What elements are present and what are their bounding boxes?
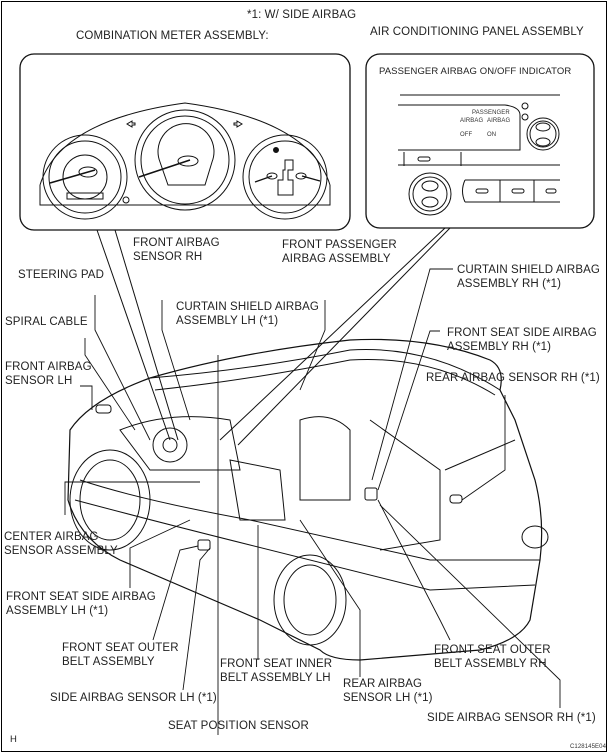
speedometer-gauge — [134, 109, 236, 211]
label-rear-airbag-sensor-rh: REAR AIRBAG SENSOR RH (*1) — [426, 372, 600, 384]
label-seat-position-sensor: SEAT POSITION SENSOR — [168, 720, 309, 732]
ac-panel-title: AIR CONDITIONING PANEL ASSEMBLY — [370, 26, 584, 38]
ac-dial — [408, 172, 452, 216]
label-side-airbag-sensor-lh: SIDE AIRBAG SENSOR LH (*1) — [50, 692, 217, 704]
turn-signal-right-icon — [233, 120, 243, 128]
passenger-airbag-indicator-title: PASSENGER AIRBAG ON/OFF INDICATOR — [379, 66, 572, 77]
rear-wheel — [273, 554, 347, 646]
panel-passenger-text: PASSENGER — [472, 110, 510, 116]
tachometer-gauge — [42, 134, 128, 220]
front-wheel — [69, 449, 151, 551]
ac-panel-callout — [365, 53, 595, 229]
panel-airbag-off-text: AIRBAG OFF — [460, 118, 484, 138]
panel-airbag-on-text: AIRBAG ON — [487, 118, 511, 138]
footnote: *1: W/ SIDE AIRBAG — [247, 9, 357, 21]
vehicle-outline — [67, 338, 549, 661]
corner-mark: H — [10, 734, 17, 745]
label-spiral-cable: SPIRAL CABLE — [5, 316, 88, 328]
airbag-warning-icon — [273, 147, 279, 153]
label-steering-pad: STEERING PAD — [18, 269, 104, 281]
combination-meter-title: COMBINATION METER ASSEMBLY: — [76, 30, 269, 42]
combination-meter-callout — [19, 53, 351, 231]
turn-signal-left-icon — [126, 120, 136, 128]
figure-code: C128145E04 — [570, 744, 607, 750]
label-side-airbag-sensor-rh: SIDE AIRBAG SENSOR RH (*1) — [427, 712, 596, 724]
fuel-temp-gauge — [242, 134, 328, 220]
leader-lines — [64, 268, 561, 735]
